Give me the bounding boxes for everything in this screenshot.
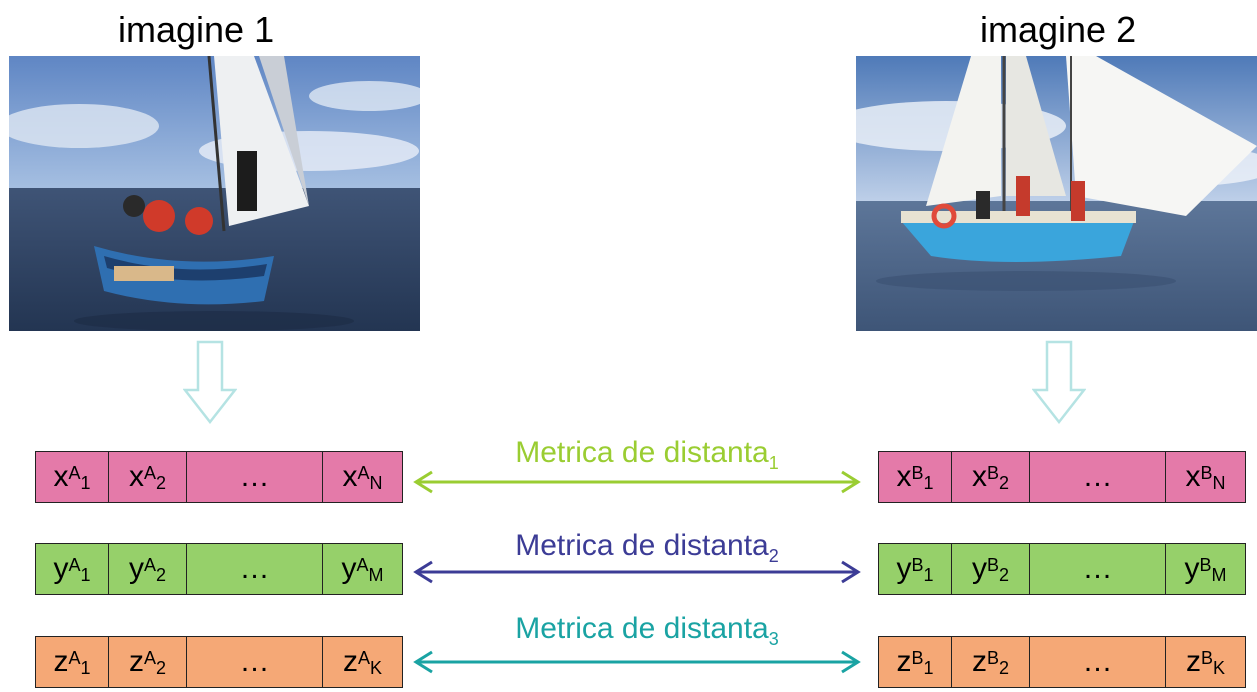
sailboat-photo-1 (9, 56, 420, 331)
image-2-title: imagine 2 (980, 9, 1137, 50)
metric-label-2: Metrica de distanta2 (515, 529, 779, 566)
vector-ellipsis-cell: … (187, 452, 323, 502)
vector-ellipsis-cell: … (187, 544, 323, 594)
down-arrow-icon-left (183, 340, 237, 424)
double-arrow-icon-1 (413, 470, 861, 494)
double-arrow-icon-3 (413, 650, 861, 674)
vector-ellipsis-cell: … (187, 637, 323, 687)
double-arrow-icon-2 (413, 560, 861, 584)
down-arrow-icon-right (1032, 340, 1086, 424)
metric-label-3: Metrica de distanta3 (515, 612, 779, 649)
metric-label-1: Metrica de distanta1 (515, 436, 779, 473)
vector-ellipsis-cell: … (1030, 452, 1166, 502)
sailboat-photo-2 (856, 56, 1257, 331)
image-1-title: imagine 1 (118, 9, 275, 50)
vector-ellipsis-cell: … (1030, 544, 1166, 594)
vector-ellipsis-cell: … (1030, 637, 1166, 687)
